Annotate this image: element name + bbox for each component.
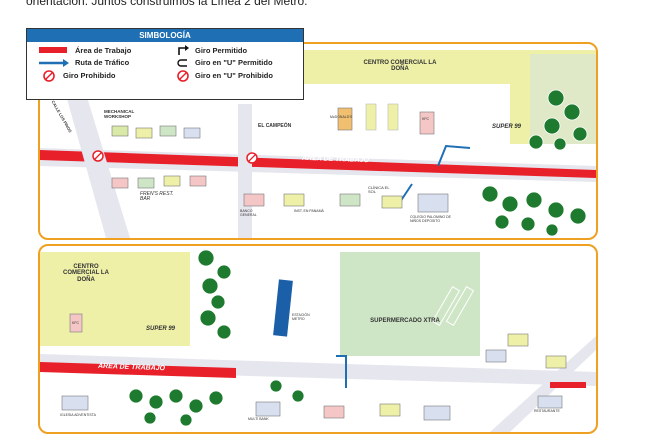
- no-turn-icon: [92, 150, 104, 162]
- turn-allowed-icon: [178, 45, 189, 55]
- metro-station-building: [273, 279, 293, 337]
- supermarket-block: [340, 252, 480, 356]
- u-turn-allowed-icon: [177, 59, 187, 67]
- label-supermarket: SUPERMERCADO XTRA: [370, 318, 440, 324]
- no-turn-legend-icon: [43, 70, 55, 82]
- legend-work-area: Área de Trabajo: [75, 46, 132, 55]
- label-clinic: CLÍNICA EL SOL: [368, 185, 390, 195]
- map-panel-bottom: CENTRO COMERCIAL LA DOÑA SUPER 99 KFC ES…: [38, 244, 598, 434]
- legend-no-turn: Giro Prohibido: [63, 71, 116, 80]
- traffic-route-arrow-icon: [39, 59, 69, 67]
- map-bottom-canvas: [40, 249, 596, 432]
- label-metro: ESTACIÓN METRO: [292, 313, 310, 321]
- label-bank: BANCO GENERAL: [240, 209, 257, 217]
- label-kfc-bottom: KFC: [72, 321, 79, 325]
- legend-box: SIMBOLOGÍA Área de Trabajo Ruta de Tráfi…: [26, 28, 304, 100]
- buildings-top: [111, 103, 449, 213]
- label-frens: FREN'S REST. BAR: [140, 191, 174, 203]
- main-road-bottom: [40, 354, 596, 386]
- legend-turn-allowed: Giro Permitido: [195, 46, 248, 55]
- label-kfc: KFC: [422, 117, 429, 121]
- label-super-bottom: SUPER 99: [146, 326, 176, 332]
- work-area-strip-bottom: [40, 362, 236, 378]
- work-area-swatch: [39, 47, 67, 53]
- map-top-canvas: [40, 50, 596, 238]
- legend-traffic-route: Ruta de Tráfico: [75, 58, 130, 67]
- legend-u-turn-prohibited: Giro en "U" Prohibido: [195, 71, 273, 80]
- label-mall-bottom: CENTRO COMERCIAL LA DOÑA: [63, 264, 109, 283]
- buildings-bottom: [61, 285, 567, 421]
- label-restaurant: RESTAURANTE: [534, 409, 560, 413]
- trees-bottom: [128, 249, 305, 427]
- label-campeon: EL CAMPEÓN: [258, 123, 292, 129]
- mall-block: [280, 50, 596, 144]
- work-area-strip: [40, 150, 596, 178]
- cross-street: [238, 104, 252, 238]
- label-mall: CENTRO COMERCIAL LA DOÑA: [363, 60, 437, 73]
- legend-u-turn-allowed: Giro en "U" Permitido: [195, 58, 273, 67]
- traffic-route-line-bottom: [336, 355, 347, 388]
- work-area-small: [550, 382, 586, 388]
- map-panel-top: CENTRO COMERCIAL LA DOÑA SUPER 99 MECHAN…: [38, 42, 598, 240]
- label-super: SUPER 99: [492, 124, 522, 130]
- traffic-route-line: [437, 144, 471, 167]
- label-inst: INST. EN PANAMÁ: [294, 209, 324, 213]
- caption-text: orientación. Juntos construimos la Línea…: [26, 0, 308, 8]
- u-turn-prohibited-legend-icon: [177, 70, 189, 82]
- label-mechanic: MECHANICAL WORKSHOP: [104, 109, 135, 119]
- trees-top: [481, 89, 588, 237]
- legend-title: SIMBOLOGÍA: [27, 29, 303, 42]
- label-multibank: MULTI BANK: [248, 417, 269, 421]
- label-mcdonalds: McDONALD'S: [330, 115, 353, 119]
- label-school-bottom: IGLESIA ADVENTISTA: [60, 413, 96, 417]
- diagonal-road: [490, 336, 596, 432]
- u-turn-prohibited-icon: [246, 152, 258, 164]
- label-school: COLEGIO PALOMINO DE NIÑOS DEPOSITO: [410, 215, 451, 223]
